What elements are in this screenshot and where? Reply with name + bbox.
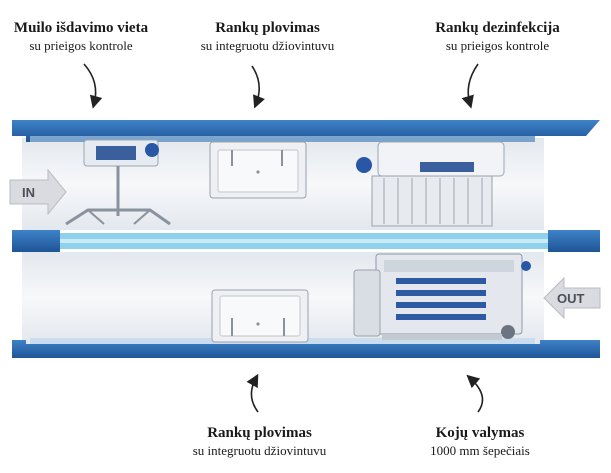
- divider-wall-right: [548, 230, 600, 252]
- pointer-arrow-wash-bottom: [246, 373, 259, 413]
- soap-dispenser-station: [65, 139, 171, 226]
- label-title: Muilo išdavimo vieta: [13, 20, 149, 36]
- bottom-wall: [12, 340, 600, 358]
- pointer-arrows: [83, 63, 484, 413]
- exit-arrow-label: OUT: [557, 291, 585, 306]
- label-title: Rankų plovimas: [207, 425, 312, 441]
- divider-wall-left: [12, 230, 60, 252]
- divider-glass-highlight: [60, 239, 548, 243]
- hand-wash-sink-top: [209, 141, 307, 199]
- label-title: Rankų plovimas: [215, 20, 320, 36]
- label-subtitle: su prieigos kontrole: [29, 38, 133, 53]
- label-subtitle: su integruotu džiovintuvu: [192, 443, 327, 458]
- top-wall-face: [30, 136, 535, 142]
- entry-arrow-label: IN: [22, 185, 35, 200]
- label-title: Rankų dezinfekcija: [435, 20, 560, 36]
- entry-arrow: IN: [9, 168, 67, 216]
- pointer-arrow-wash-top: [251, 65, 265, 109]
- foot-cleaning-machine: [353, 253, 531, 340]
- label-foot-cleaning: Kojų valymas 1000 mm šepečiais: [405, 425, 555, 459]
- label-soap-dispenser: Muilo išdavimo vieta su prieigos kontrol…: [6, 20, 156, 54]
- label-subtitle: su prieigos kontrole: [445, 38, 550, 53]
- pointer-arrow-soap: [83, 63, 103, 109]
- disinfection-unit: [356, 141, 505, 227]
- label-hand-wash-bottom: Rankų plovimas su integruotu džiovintuvu: [172, 425, 347, 459]
- label-subtitle: su integruotu džiovintuvu: [200, 38, 335, 53]
- hand-wash-sink-bottom: [211, 289, 309, 343]
- pointer-arrow-disinfection: [461, 63, 479, 109]
- label-subtitle: 1000 mm šepečiais: [430, 443, 530, 458]
- exit-arrow: OUT: [543, 276, 601, 320]
- label-hand-wash-top: Rankų plovimas su integruotu džiovintuvu: [180, 20, 355, 54]
- label-hand-disinfection: Rankų dezinfekcija su prieigos kontrole: [415, 20, 580, 54]
- pointer-arrow-feet: [466, 374, 484, 413]
- label-title: Kojų valymas: [435, 425, 525, 441]
